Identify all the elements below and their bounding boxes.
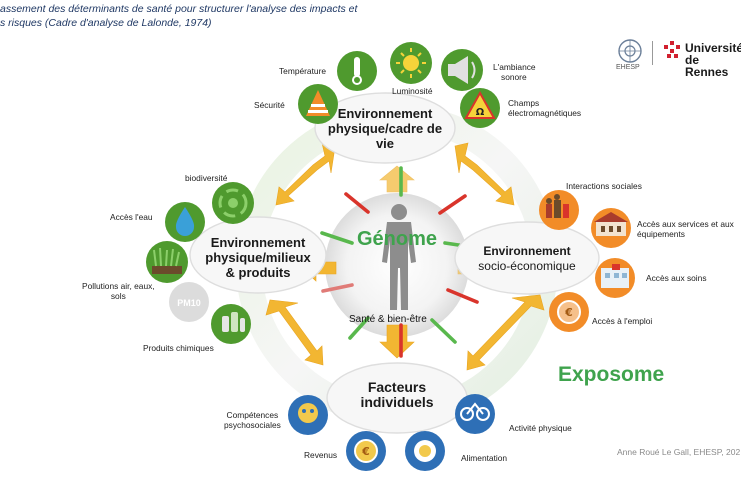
- label-services-line-1: Accès aux services et aux: [637, 219, 734, 229]
- label-services: Accès aux services et aux équipements: [637, 219, 734, 239]
- security-icon: [298, 84, 338, 124]
- hub-individual-line-2: individuels: [360, 394, 434, 410]
- hub-environment-bg: [189, 216, 327, 294]
- label-sound-line-1: L'ambiance: [493, 62, 536, 72]
- hub-environment-line-2: physique/milieux: [205, 250, 311, 265]
- hub-environment-line-3: & produits: [225, 265, 291, 280]
- label-competences-line-2: psychosociales: [224, 420, 281, 430]
- genome-label: Génome: [357, 228, 438, 250]
- red-arrow-left-lower: [321, 283, 354, 293]
- luminosity-icon: [390, 42, 432, 84]
- person-silhouette: [382, 204, 416, 310]
- label-chemicals: Produits chimiques: [143, 343, 214, 353]
- label-employment: Accès à l'emploi: [592, 316, 653, 326]
- label-sound-line-2: sonore: [501, 72, 527, 82]
- arrow-center-up: [379, 165, 415, 193]
- label-sound: L'ambiance sonore: [493, 62, 536, 82]
- label-pollution-line-1: Pollutions air, eaux,: [82, 281, 155, 291]
- label-pollution-line-2: sols: [110, 291, 126, 301]
- employment-icon: €: [549, 292, 589, 332]
- green-arrow-lower-right: [430, 318, 457, 344]
- hub-physical-line-1: Environnement: [337, 106, 433, 121]
- title-line-2: s risques (Cadre d'analyse de Lalonde, 1…: [0, 17, 212, 29]
- label-biodiversity: biodiversité: [185, 173, 228, 183]
- label-luminosity: Luminosité: [392, 86, 433, 96]
- label-fields: Champs électromagnétiques: [508, 98, 581, 118]
- label-social: Interactions sociales: [566, 181, 642, 191]
- label-services-line-2: équipements: [637, 229, 685, 239]
- sound-icon: [441, 49, 483, 91]
- hub-physical: Environnement physique/cadre de vie: [315, 106, 455, 151]
- arrow-environment-individual: [265, 299, 324, 366]
- exposome-label: Exposome: [558, 363, 665, 386]
- green-arrow-lower-left: [348, 316, 370, 340]
- health-label: Santé & bien-être: [349, 314, 427, 325]
- hub-environment: Environnement physique/milieux & produit…: [191, 235, 325, 280]
- label-temperature: Température: [279, 66, 327, 76]
- hub-socio-bg: [454, 221, 600, 295]
- logo-divider: [652, 41, 653, 65]
- svg-text:Ω: Ω: [476, 107, 485, 118]
- water-icon: [165, 202, 205, 242]
- hub-environment-line-1: Environnement: [210, 235, 306, 250]
- healthcare-icon: [595, 258, 635, 298]
- hub-socio: Environnement socio-économique: [460, 244, 594, 274]
- hub-physical-bg: [314, 92, 456, 164]
- hub-individual: Facteurs individuels: [327, 380, 467, 410]
- figure-title: assement des déterminants de santé pour …: [0, 2, 357, 30]
- label-fields-line-1: Champs: [508, 98, 540, 108]
- label-food: Alimentation: [461, 453, 508, 463]
- red-arrow-upper-left: [344, 192, 370, 214]
- biodiversity-icon: [212, 182, 254, 224]
- hub-physical-line-3: vie: [375, 136, 395, 151]
- red-arrow-upper-right: [438, 194, 467, 215]
- label-competences-line-1: Compétences: [226, 410, 279, 420]
- label-competences: Compétences psychosociales: [224, 410, 281, 430]
- psychosocial-skills-icon: [288, 395, 328, 435]
- university-line-1: Université: [685, 41, 741, 55]
- temperature-icon: [337, 51, 377, 91]
- arrow-center-down: [379, 324, 415, 359]
- label-fields-line-2: électromagnétiques: [508, 108, 582, 118]
- label-security: Sécurité: [254, 100, 285, 110]
- red-arrow-right-lower: [446, 288, 479, 304]
- label-water: Accès l'eau: [110, 212, 153, 222]
- arrow-physical-environment: [275, 142, 336, 206]
- chemicals-icon: [211, 304, 251, 344]
- services-icon: [591, 208, 631, 248]
- pollution-icon: [146, 241, 188, 283]
- arrow-socio-individual: [466, 294, 545, 371]
- hub-socio-line-2: socio-économique: [478, 259, 576, 273]
- label-pollution: Pollutions air, eaux, sols: [82, 281, 155, 301]
- green-arrow-left: [320, 231, 354, 245]
- physical-activity-icon: [455, 394, 495, 434]
- label-income: Revenus: [304, 450, 338, 460]
- ehesp-logo: EHESP: [612, 37, 648, 73]
- credit-text: Anne Roué Le Gall, EHESP, 202: [617, 447, 741, 457]
- income-icon: €: [346, 431, 386, 471]
- arrow-physical-socio: [454, 142, 515, 206]
- ehesp-logo-icon: [618, 39, 642, 63]
- electromagnetic-fields-icon: Ω: [460, 88, 500, 128]
- svg-text:€: €: [361, 445, 370, 458]
- hub-physical-line-2: physique/cadre de: [327, 121, 443, 136]
- hub-individual-line-1: Facteurs: [367, 379, 427, 395]
- ehesp-label: EHESP: [616, 64, 640, 71]
- pm10-icon: PM10: [169, 282, 209, 322]
- title-line-1: assement des déterminants de santé pour …: [0, 3, 358, 15]
- university-line-2: de Rennes: [685, 53, 729, 79]
- label-care: Accès aux soins: [646, 273, 707, 283]
- university-logo-text: Université de Rennes: [685, 42, 741, 78]
- hub-socio-line-1: Environnement: [483, 244, 571, 258]
- label-activity: Activité physique: [509, 423, 572, 433]
- social-interactions-icon: [539, 190, 579, 230]
- pm10-text: PM10: [177, 298, 201, 308]
- food-icon: [405, 431, 445, 471]
- svg-text:€: €: [564, 306, 573, 319]
